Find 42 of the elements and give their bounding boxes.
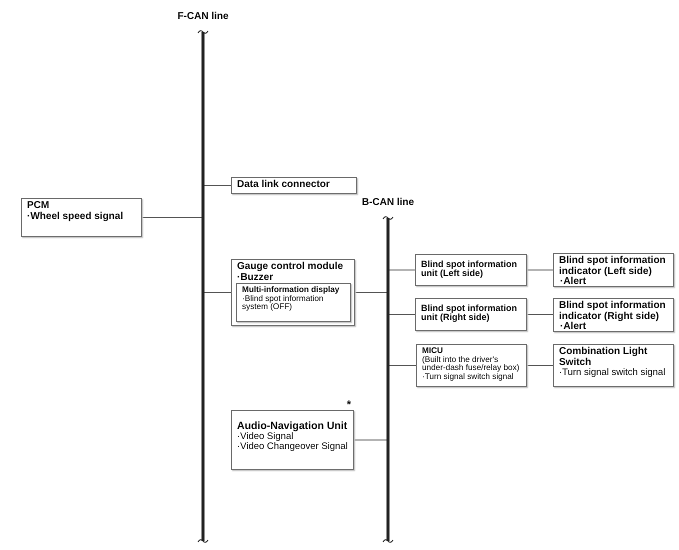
connector-line (389, 314, 416, 315)
module-name: MICU (422, 347, 444, 356)
connector-line (526, 314, 554, 315)
module-box (231, 259, 355, 326)
module-name: Blind spot information unit (Right side) (421, 304, 518, 323)
module-detail: ·Alert (560, 322, 588, 332)
module-detail: (Built into the driver's under-dash fuse/relay box) (422, 356, 520, 373)
module-name: PCM (27, 201, 50, 212)
bus-label: F-CAN line (177, 11, 229, 22)
module-detail: ·Blind spot information system (OFF) (242, 294, 324, 312)
module-name: Blind spot information indicator (Right side) (559, 301, 667, 322)
connector-line (142, 217, 202, 218)
module-detail: ·Video Signal (237, 432, 294, 442)
module-box (415, 254, 527, 286)
module-name: Audio-Navigation Unit (237, 421, 348, 432)
module-detail: ·Turn signal switch signal (559, 368, 666, 378)
module-box (236, 283, 351, 322)
module-box (553, 344, 674, 387)
module-name: Data link connector (237, 180, 331, 190)
module-box (553, 253, 674, 287)
module-detail: ·Buzzer (237, 272, 274, 283)
module-detail: ·Turn signal switch signal (422, 372, 514, 382)
module-box (21, 198, 142, 237)
bus-label: B-CAN line (362, 197, 414, 208)
connector-line (204, 292, 232, 293)
module-box (231, 177, 357, 194)
connector-line (389, 365, 416, 366)
module-box (416, 344, 527, 387)
module-detail: ·Video Changeover Signal (237, 442, 348, 452)
module-name: Combination Light Switch (559, 347, 648, 368)
module-detail: ·Wheel speed signal (27, 212, 124, 222)
module-name: Multi-information display (242, 286, 340, 295)
connector-line (354, 292, 387, 293)
module-name: Blind spot information indicator (Left side) (559, 256, 667, 276)
connector-line (526, 365, 554, 366)
module-box (415, 298, 527, 331)
module-detail: ·Alert (560, 277, 588, 288)
module-name: Gauge control module (237, 262, 344, 272)
module-name: Blind spot information unit (Left side) (421, 260, 518, 279)
connector-line (204, 185, 232, 186)
footnote-mark: * (346, 399, 351, 411)
module-box (553, 298, 674, 332)
